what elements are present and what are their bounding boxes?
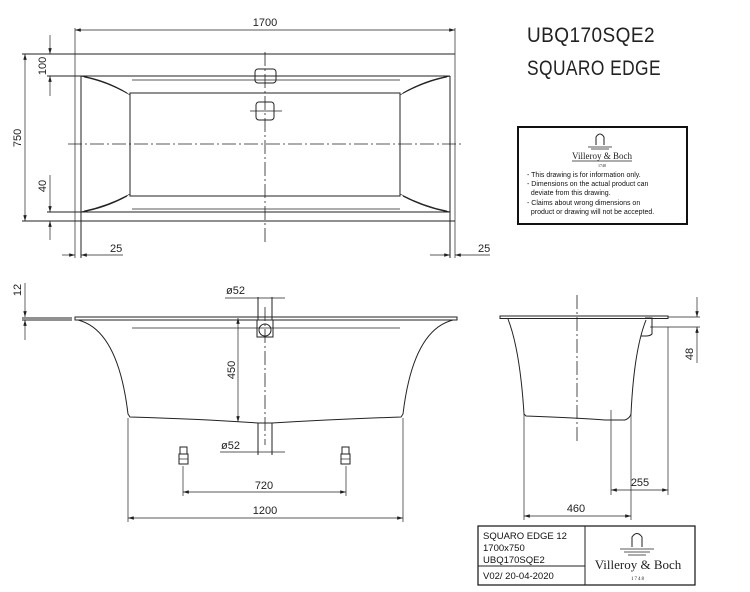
brand-logo-icon <box>588 133 612 150</box>
dim-overflow-diameter: ø52 <box>226 285 245 297</box>
model-name: SQUARO EDGE <box>527 57 661 80</box>
title-block-year: 1748 <box>631 577 645 582</box>
disclaimer-line: - This drawing is for information only. <box>527 172 641 179</box>
dim-rim-bottom: 40 <box>37 180 49 192</box>
disclaimer-box: Villeroy & Boch 1748 - This drawing is f… <box>517 126 688 225</box>
dim-drain-diameter: ø52 <box>221 440 240 452</box>
title-block-size: 1700x750 <box>483 543 525 554</box>
dim-base-width: 460 <box>567 503 585 515</box>
dim-overflow-height: 48 <box>684 348 696 360</box>
model-code: UBQ170SQE2 <box>527 24 655 47</box>
front-view: 12 ø52 450 ø52 720 1200 <box>12 283 458 522</box>
dim-length: 1700 <box>253 17 277 29</box>
dim-base-length: 1200 <box>253 505 277 517</box>
dim-drain-offset: 255 <box>631 477 649 489</box>
foot-right <box>340 446 351 465</box>
dim-feet-spacing: 720 <box>255 480 273 492</box>
side-view: 48 255 460 <box>499 295 700 520</box>
top-view: 1700 750 100 40 25 25 <box>12 17 490 258</box>
title-block-code: UBQ170SQE2 <box>483 555 545 566</box>
disclaimer-brand: Villeroy & Boch <box>572 151 632 161</box>
title-block: SQUARO EDGE 12 1700x750 UBQ170SQE2 V02/ … <box>477 525 696 586</box>
dim-rim-top: 100 <box>37 57 49 75</box>
dim-edge-left: 25 <box>110 243 122 255</box>
disclaimer-year: 1748 <box>598 163 606 168</box>
foot-left <box>178 446 189 465</box>
dim-edge-right: 25 <box>478 243 490 255</box>
disclaimer-line: product or drawing will not be accepted. <box>527 209 654 216</box>
overflow-outlet <box>254 68 277 84</box>
title-block-brand: Villeroy & Boch <box>595 557 682 572</box>
disclaimer-line: deviate from this drawing. <box>527 190 611 197</box>
disclaimer-line: - Dimensions on the actual product can <box>527 181 649 188</box>
dim-rim-thickness: 12 <box>12 284 24 296</box>
dim-depth: 450 <box>226 361 238 379</box>
title-block-product: SQUARO EDGE 12 <box>483 531 567 542</box>
dim-width: 750 <box>12 129 24 147</box>
title-block-version: V02/ 20-04-2020 <box>483 571 554 582</box>
disclaimer-line: - Claims about wrong dimensions on <box>527 200 640 207</box>
brand-logo-icon <box>620 533 654 556</box>
